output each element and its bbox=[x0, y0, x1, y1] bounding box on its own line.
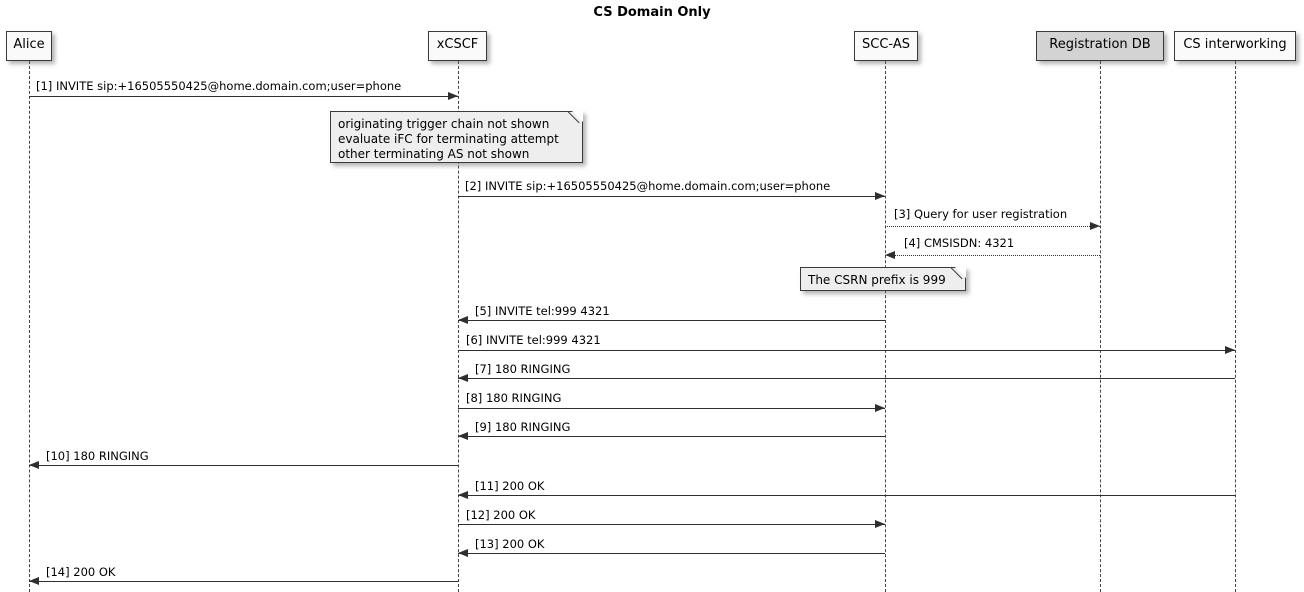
participant-label: Registration DB bbox=[1049, 37, 1151, 52]
arrowhead-right-icon bbox=[875, 404, 885, 412]
lifeline-sccas bbox=[885, 61, 886, 592]
message-line-3 bbox=[885, 226, 1100, 227]
note-text: The CSRN prefix is 999 bbox=[808, 273, 946, 287]
lifeline-alice bbox=[29, 61, 30, 592]
arrowhead-right-icon bbox=[1225, 346, 1235, 354]
message-label-2: [2] INVITE sip:+16505550425@home.domain.… bbox=[465, 179, 831, 193]
note-csrn: The CSRN prefix is 999 bbox=[800, 267, 966, 291]
participant-label: SCC-AS bbox=[862, 37, 910, 52]
message-label-3: [3] Query for user registration bbox=[894, 207, 1068, 221]
participant-xcscf[interactable]: xCSCF bbox=[428, 31, 487, 61]
participant-label: xCSCF bbox=[436, 37, 479, 52]
note-text: originating trigger chain not shown eval… bbox=[338, 117, 559, 161]
arrowhead-right-icon bbox=[1090, 222, 1100, 230]
message-label-10: [10] 180 RINGING bbox=[46, 449, 149, 463]
message-label-9: [9] 180 RINGING bbox=[475, 420, 571, 434]
message-line-10 bbox=[29, 465, 458, 466]
page-title: CS Domain Only bbox=[593, 5, 711, 20]
arrowhead-right-icon bbox=[448, 92, 458, 100]
arrowhead-right-icon bbox=[875, 192, 885, 200]
message-line-12 bbox=[458, 524, 885, 525]
participant-label: CS interworking bbox=[1183, 37, 1287, 52]
message-line-14 bbox=[29, 581, 458, 582]
message-label-7: [7] 180 RINGING bbox=[475, 362, 571, 376]
note-fold-edge-icon bbox=[568, 111, 583, 126]
message-line-2 bbox=[458, 196, 885, 197]
arrowhead-right-icon bbox=[875, 520, 885, 528]
message-line-6 bbox=[458, 350, 1235, 351]
participant-csiw[interactable]: CS interworking bbox=[1174, 31, 1296, 61]
message-label-8: [8] 180 RINGING bbox=[466, 391, 562, 405]
message-label-4: [4] CMSISDN: 4321 bbox=[904, 236, 1015, 250]
message-label-5: [5] INVITE tel:999 4321 bbox=[475, 304, 610, 318]
lifeline-xcscf bbox=[458, 61, 459, 592]
participant-alice[interactable]: Alice bbox=[6, 31, 52, 61]
message-line-11 bbox=[458, 495, 1235, 496]
arrowhead-left-icon bbox=[29, 461, 39, 469]
message-line-13 bbox=[458, 553, 885, 554]
message-label-6: [6] INVITE tel:999 4321 bbox=[466, 333, 601, 347]
arrowhead-left-icon bbox=[458, 432, 468, 440]
arrowhead-left-icon bbox=[458, 549, 468, 557]
lifeline-regdb bbox=[1100, 61, 1101, 592]
arrowhead-left-icon bbox=[458, 316, 468, 324]
message-label-1: [1] INVITE sip:+16505550425@home.domain.… bbox=[36, 79, 402, 93]
participant-sccas[interactable]: SCC-AS bbox=[854, 31, 918, 61]
message-line-8 bbox=[458, 408, 885, 409]
lifeline-csiw bbox=[1235, 61, 1236, 592]
message-label-14: [14] 200 OK bbox=[46, 565, 116, 579]
message-label-13: [13] 200 OK bbox=[475, 537, 545, 551]
participant-regdb[interactable]: Registration DB bbox=[1036, 31, 1164, 61]
message-line-9 bbox=[458, 436, 885, 437]
message-line-1 bbox=[29, 96, 458, 97]
message-label-12: [12] 200 OK bbox=[466, 508, 536, 522]
note-origination: originating trigger chain not shown eval… bbox=[330, 111, 583, 163]
arrowhead-left-icon bbox=[885, 251, 895, 259]
arrowhead-left-icon bbox=[458, 374, 468, 382]
message-line-4 bbox=[885, 255, 1100, 256]
note-fold-edge-icon bbox=[951, 267, 966, 282]
message-label-11: [11] 200 OK bbox=[475, 479, 545, 493]
message-line-5 bbox=[458, 320, 885, 321]
arrowhead-left-icon bbox=[29, 577, 39, 585]
arrowhead-left-icon bbox=[458, 491, 468, 499]
message-line-7 bbox=[458, 378, 1235, 379]
participant-label: Alice bbox=[13, 37, 45, 52]
